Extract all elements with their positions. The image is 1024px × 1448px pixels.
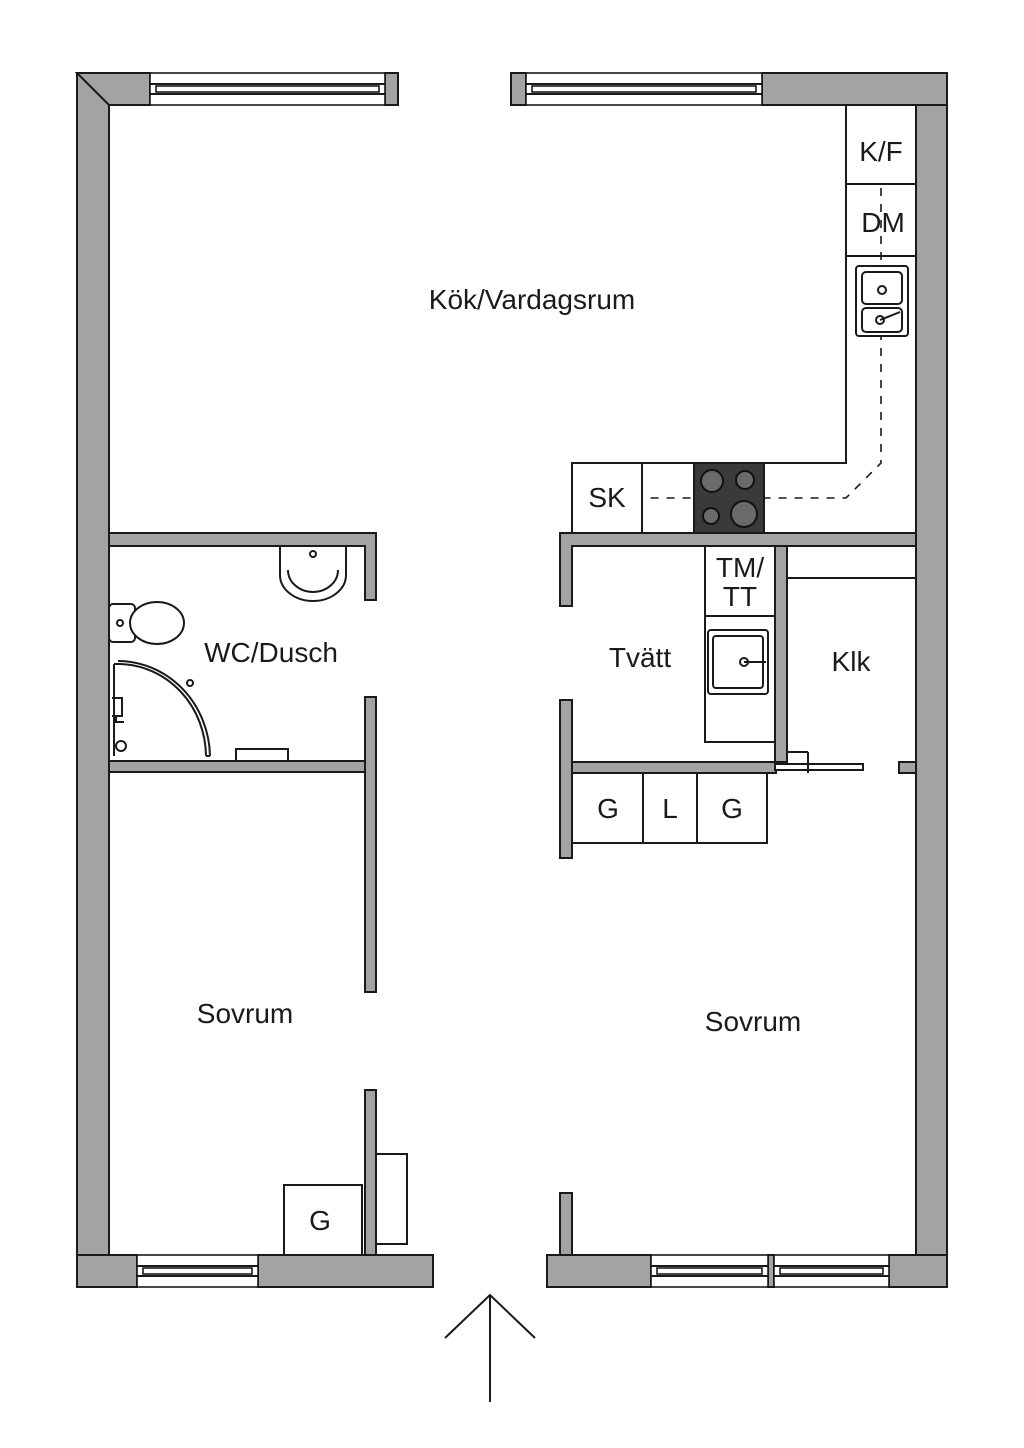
label-dishwasher: DM: [861, 207, 905, 238]
outer-wall-bottom-mid-c: [767, 1254, 775, 1288]
window-bottom-right-b: [773, 1254, 890, 1288]
walls: [74, 72, 948, 1288]
window-bottom-left: [136, 1254, 259, 1288]
sliding-door: [774, 763, 864, 771]
label-wc-shower: WC/Dusch: [204, 637, 338, 668]
washbasin-icon: [279, 545, 347, 602]
label-fridge-freezer: K/F: [859, 136, 903, 167]
wall-laundry-bottom: [571, 761, 777, 774]
wall-wc-top: [108, 532, 377, 601]
wall-bedroom-left-lower: [364, 1089, 377, 1256]
label-closet: Klk: [832, 646, 872, 677]
window-top-right: [525, 72, 763, 106]
wall-wc-bottom: [108, 760, 366, 773]
label-wardrobe-bedroom: G: [309, 1205, 331, 1236]
laundry-fixtures: [704, 546, 916, 773]
outer-wall-right: [915, 104, 948, 1288]
room-labels: Kök/Vardagsrum WC/Dusch Tvätt Klk Sovrum…: [197, 284, 872, 1037]
outer-wall-top-mid-b: [510, 72, 527, 106]
label-linen: L: [662, 793, 678, 824]
outer-wall-top-right: [761, 72, 948, 106]
wall-bedroom-right-stub: [559, 1192, 573, 1256]
utility-sink-icon: [707, 629, 769, 695]
pantry-cabinet: [571, 462, 643, 534]
label-laundry: Tvätt: [609, 642, 671, 673]
toilet-icon: [108, 601, 185, 645]
outer-wall-top-mid-a: [384, 72, 399, 106]
wall-wc-right-lower: [364, 696, 377, 993]
kitchen-sink-icon: [855, 265, 909, 337]
bathroom-fixtures: [108, 545, 347, 762]
outer-wall-bottom-mid-a: [257, 1254, 434, 1288]
outer-wall-left: [76, 72, 110, 1288]
label-wardrobe-1: G: [597, 793, 619, 824]
kitchen-counter: [571, 104, 917, 534]
wall-closet-stub: [898, 761, 917, 774]
label-wardrobe-2: G: [721, 793, 743, 824]
label-bedroom-left: Sovrum: [197, 998, 293, 1029]
label-washer-dryer-2: TT: [723, 581, 757, 612]
outer-wall-bottom-left: [76, 1254, 138, 1288]
towel-radiator: [235, 748, 289, 762]
label-bedroom-right: Sovrum: [705, 1006, 801, 1037]
windows: [136, 72, 890, 1288]
label-kitchen-living: Kök/Vardagsrum: [429, 284, 635, 315]
outer-wall-bottom-mid-b: [546, 1254, 652, 1288]
wardrobes: [283, 772, 768, 1256]
window-top-left: [149, 72, 386, 106]
label-washer-dryer-1: TM/: [716, 552, 764, 583]
shower-icon: [112, 660, 211, 757]
wall-laundry-top: [559, 532, 917, 607]
label-pantry: SK: [588, 482, 626, 513]
cooktop-icon: [693, 462, 765, 534]
dishwasher: [845, 183, 917, 257]
wall-laundry-closet: [774, 545, 788, 763]
wall-laundry-left: [559, 699, 573, 859]
fixture-labels: K/F DM SK TM/ TT G L G G: [309, 136, 905, 1236]
window-bottom-right-a: [650, 1254, 769, 1288]
outer-wall-bottom-right: [888, 1254, 948, 1288]
north-arrow-icon: [444, 1293, 536, 1402]
